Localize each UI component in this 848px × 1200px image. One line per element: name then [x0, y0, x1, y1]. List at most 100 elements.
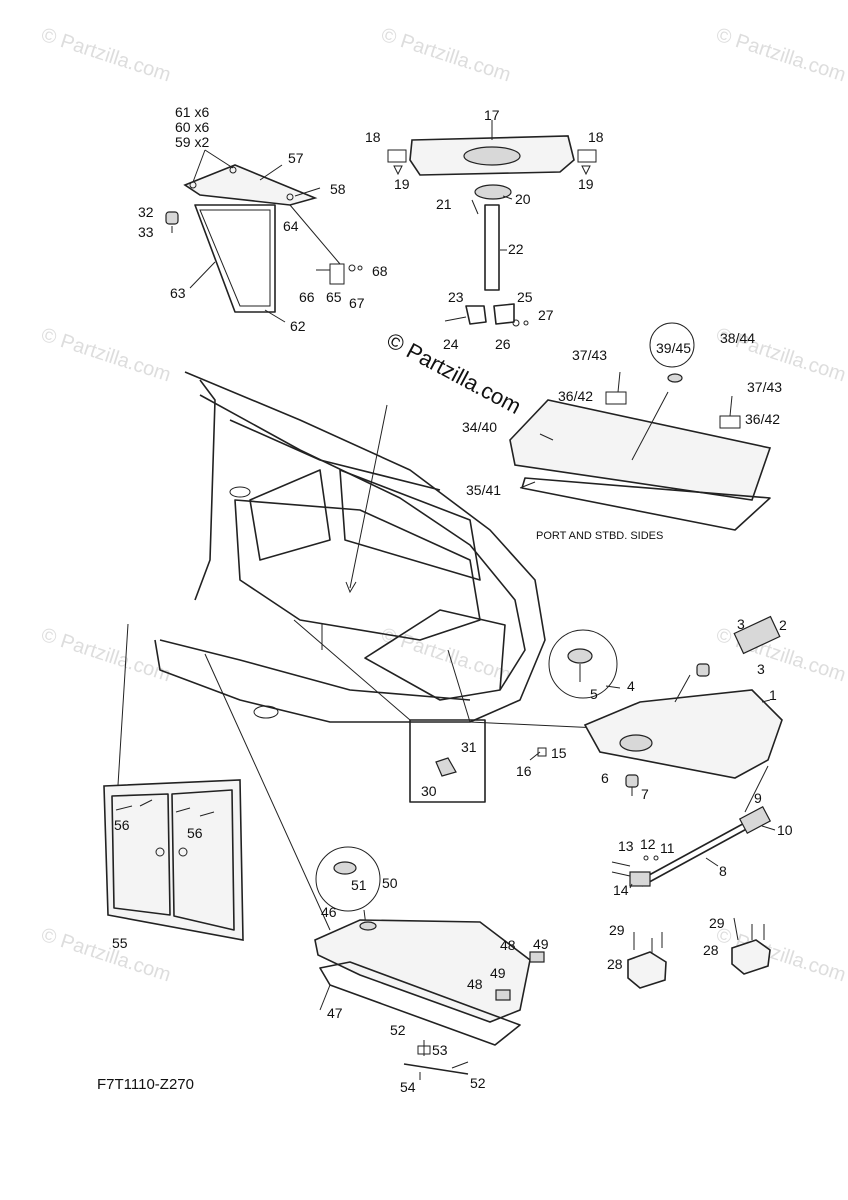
nut-27 — [523, 320, 529, 326]
leader — [605, 685, 621, 689]
screw-37-left — [617, 371, 621, 393]
callout-28: 28 — [607, 956, 623, 972]
callout-37-43: 37/43 — [572, 347, 607, 363]
callout-65: 65 — [326, 289, 342, 305]
latch-15 — [537, 747, 547, 757]
callout-54: 54 — [400, 1079, 416, 1095]
callout-56: 56 — [114, 817, 130, 833]
callout-58: 58 — [330, 181, 346, 197]
detail-circle-50-51 — [315, 846, 381, 912]
side-lid-assembly — [509, 322, 772, 531]
detail-circle-4-5 — [548, 629, 618, 699]
callout-63: 63 — [170, 285, 186, 301]
note-port-stbd: PORT AND STBD. SIDES — [536, 530, 663, 542]
clip-18-right — [577, 149, 597, 163]
cup-20 — [474, 184, 512, 200]
callout-6: 6 — [601, 770, 609, 786]
top-center-assembly — [387, 120, 597, 327]
callout-60: 60 x6 — [175, 119, 209, 135]
callout-59: 59 x2 — [175, 134, 209, 150]
drain-cap — [253, 705, 279, 719]
leader — [192, 149, 206, 183]
callout-20: 20 — [515, 191, 531, 207]
screw-24 — [444, 316, 467, 322]
hinge-48-top — [529, 951, 545, 963]
glovebox-recess — [364, 609, 506, 701]
callout-12: 12 — [640, 836, 656, 852]
front-lid-assembly — [548, 615, 783, 813]
callout-55: 55 — [112, 935, 128, 951]
storage-well — [234, 499, 481, 641]
callout-38-44: 38/44 — [720, 330, 755, 346]
storage-seat-left — [249, 469, 331, 561]
callout-9: 9 — [754, 790, 762, 806]
latch-30 — [435, 757, 457, 777]
callout-37-43: 37/43 — [747, 379, 782, 395]
screw-37-right — [729, 395, 733, 417]
callout-7: 7 — [641, 786, 649, 802]
watermark: © Partzilla.com — [38, 24, 173, 87]
bottom-lid-assembly — [314, 846, 545, 1080]
callout-48: 48 — [500, 937, 516, 953]
hinge-2 — [733, 615, 781, 655]
glovebox-lid-assembly — [165, 149, 363, 323]
screw-56-left — [115, 805, 133, 811]
callout-8: 8 — [719, 863, 727, 879]
callout-35-41: 35/41 — [466, 482, 501, 498]
callout-32: 32 — [138, 204, 154, 220]
cover-recess — [463, 146, 521, 166]
leader — [264, 309, 286, 323]
callout-13: 13 — [618, 838, 634, 854]
hull-outline — [154, 371, 546, 723]
leader — [744, 765, 769, 813]
watermark: © Partzilla.com — [713, 24, 848, 87]
leader — [293, 619, 411, 721]
washer-12 — [643, 855, 649, 861]
callout-2: 2 — [779, 617, 787, 633]
leader — [705, 857, 719, 867]
callout-52: 52 — [390, 1022, 406, 1038]
screw-56-left-b — [139, 799, 153, 807]
callout-36-42: 36/42 — [558, 388, 593, 404]
callout-31: 31 — [461, 739, 477, 755]
callout-66: 66 — [299, 289, 315, 305]
callout-18: 18 — [588, 129, 604, 145]
leader — [519, 481, 536, 489]
screw-21 — [471, 199, 479, 215]
leader — [189, 261, 216, 289]
bumper-32 — [165, 211, 179, 225]
callout-27: 27 — [538, 307, 554, 323]
clamp-23 — [465, 305, 487, 325]
leader — [502, 195, 513, 200]
latch-28-right — [731, 939, 771, 975]
storage-seat-right — [339, 469, 481, 581]
watermark: © Partzilla.com — [38, 324, 173, 387]
callout-46: 46 — [321, 904, 337, 920]
callout-64: 64 — [283, 218, 299, 234]
hinge-36-right — [719, 415, 741, 429]
leader — [761, 699, 771, 703]
figure-code: F7T1110-Z270 — [97, 1076, 194, 1093]
leader — [631, 391, 669, 461]
callout-57: 57 — [288, 150, 304, 166]
callout-5: 5 — [590, 686, 598, 702]
callout-48: 48 — [467, 976, 483, 992]
washer-67 — [348, 264, 356, 272]
lid-46-plug — [359, 921, 377, 931]
gas-strut-assembly — [611, 806, 776, 889]
knob-right — [178, 847, 188, 857]
drain-plug-39 — [667, 373, 683, 383]
callout-19: 19 — [578, 176, 594, 192]
callout-28: 28 — [703, 942, 719, 958]
callout-18: 18 — [365, 129, 381, 145]
callout-3: 3 — [737, 616, 745, 632]
callout-24: 24 — [443, 336, 459, 352]
clamp-25 — [493, 303, 515, 325]
callout-15: 15 — [551, 745, 567, 761]
callout-49: 49 — [533, 936, 549, 952]
callout-68: 68 — [372, 263, 388, 279]
callout-52: 52 — [470, 1075, 486, 1091]
gasket-47 — [319, 961, 521, 1046]
detail-box-30-31 — [409, 719, 486, 803]
callout-11: 11 — [660, 840, 675, 856]
